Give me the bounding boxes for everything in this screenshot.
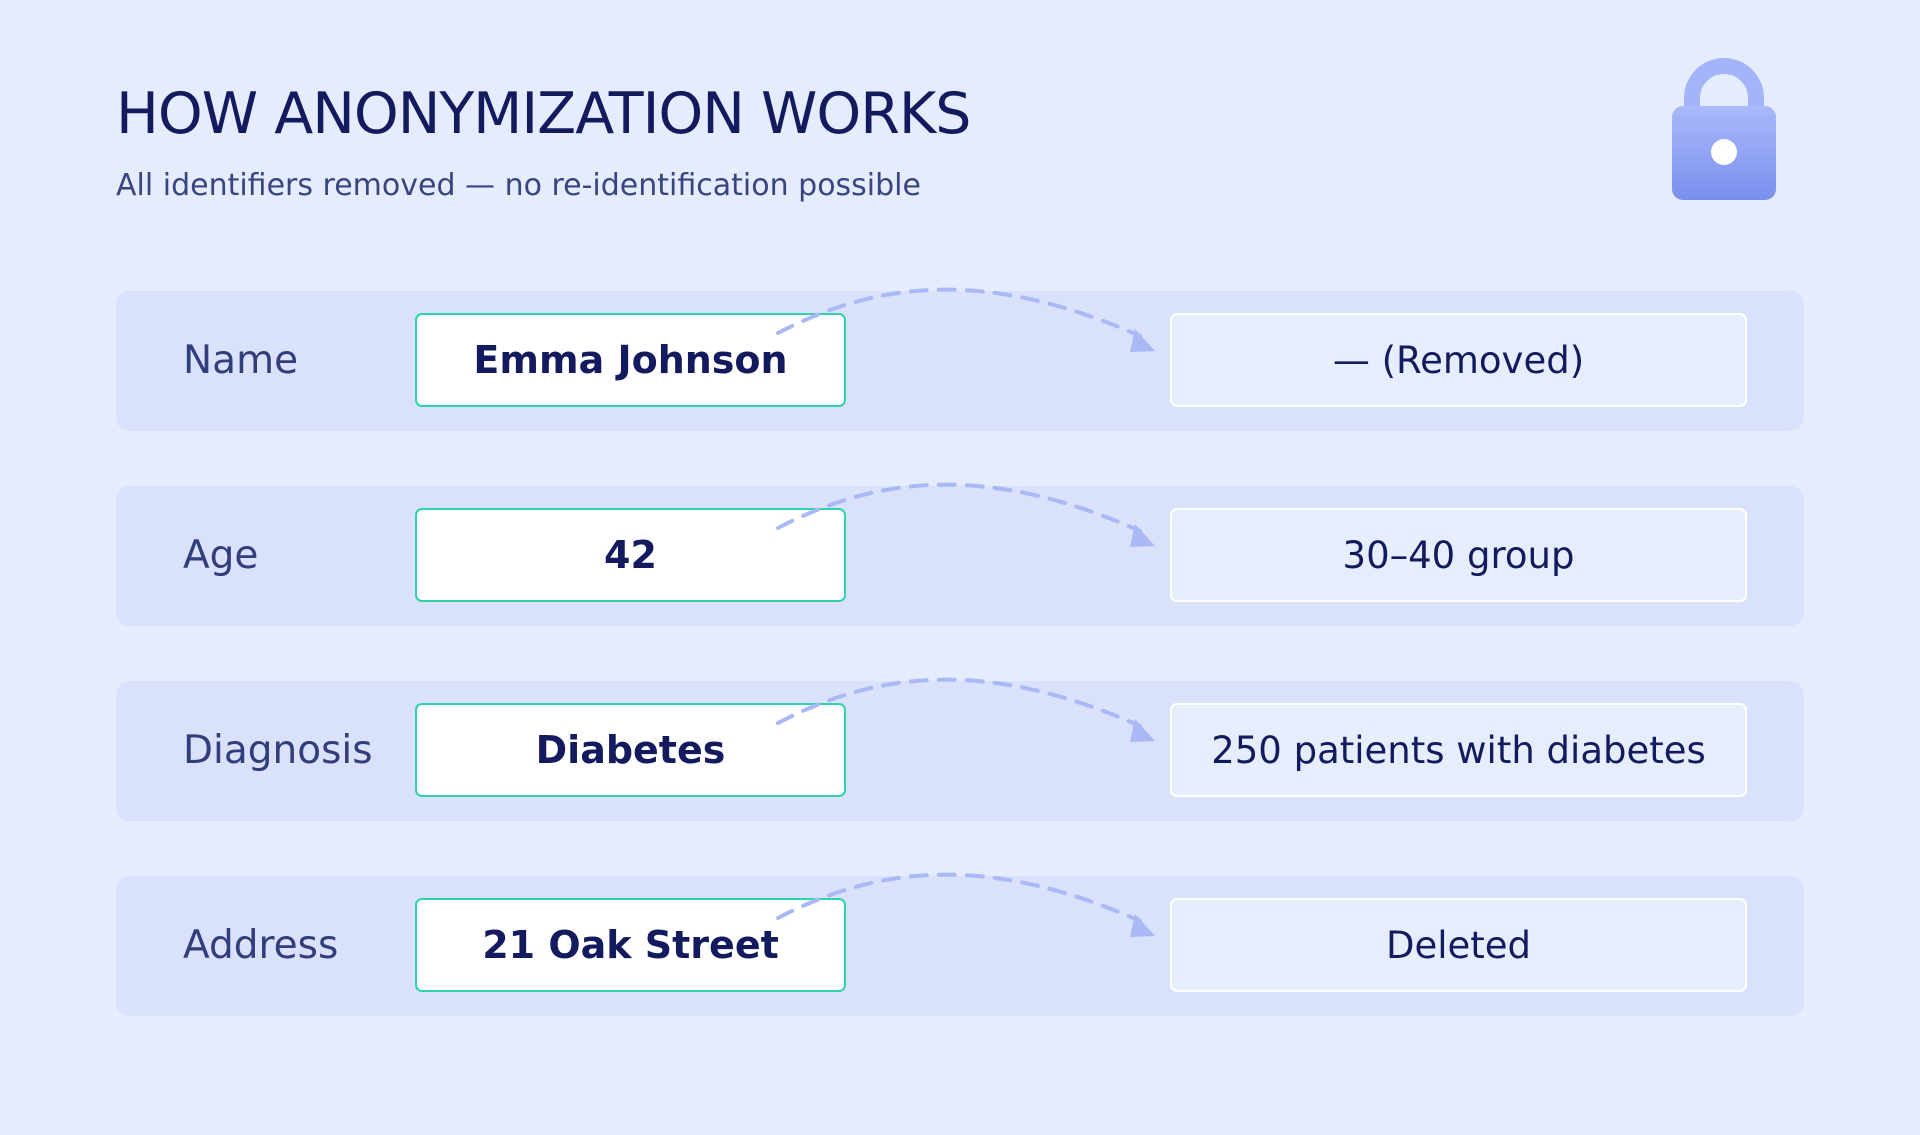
- page-subtitle: All identifiers removed — no re-identifi…: [116, 168, 921, 203]
- row-address: Address 21 Oak Street Deleted: [116, 876, 1804, 1016]
- row-label: Diagnosis: [183, 728, 373, 773]
- row-label: Address: [183, 923, 339, 968]
- row-age: Age 42 30–40 group: [116, 486, 1804, 626]
- row-label: Name: [183, 338, 299, 383]
- original-value-box: Diabetes: [415, 703, 846, 797]
- original-value-box: 21 Oak Street: [415, 898, 846, 992]
- row-diagnosis: Diagnosis Diabetes 250 patients with dia…: [116, 681, 1804, 821]
- row-name: Name Emma Johnson — (Removed): [116, 291, 1804, 431]
- original-value-box: 42: [415, 508, 846, 602]
- anonymized-value-box: — (Removed): [1170, 313, 1747, 407]
- anonymized-value-box: 250 patients with diabetes: [1170, 703, 1747, 797]
- page-title: HOW ANONYMIZATION WORKS: [116, 81, 971, 147]
- lock-icon: [1672, 58, 1776, 200]
- anonymized-value-box: Deleted: [1170, 898, 1747, 992]
- original-value-box: Emma Johnson: [415, 313, 846, 407]
- row-label: Age: [183, 533, 259, 578]
- anonymized-value-box: 30–40 group: [1170, 508, 1747, 602]
